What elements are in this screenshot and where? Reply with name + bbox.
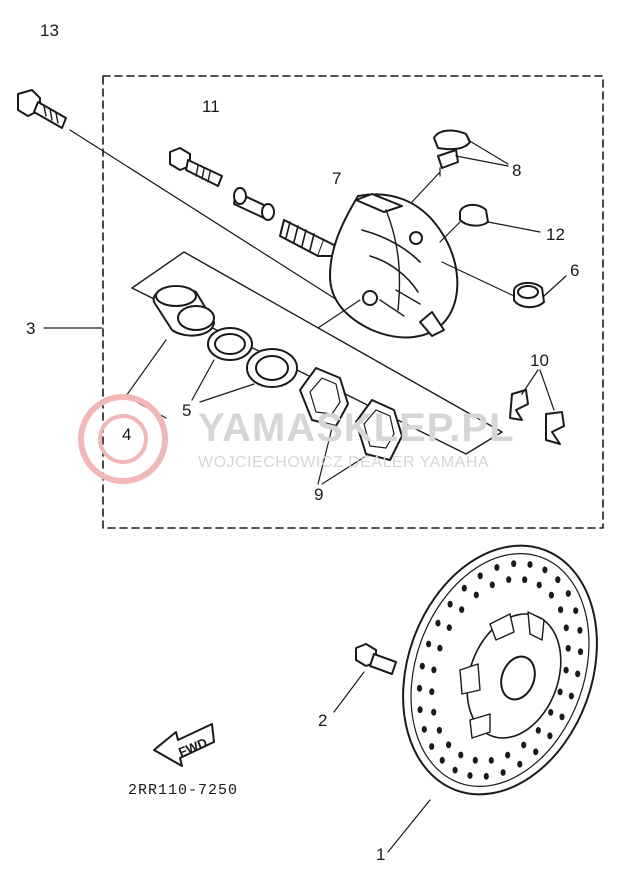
- disc-hole: [500, 769, 506, 776]
- disc-hole: [431, 666, 437, 674]
- callout-11: 11: [202, 97, 220, 116]
- disc-hole: [522, 576, 528, 584]
- disc-hole: [426, 640, 432, 648]
- disc-hole: [577, 648, 584, 656]
- pad-left: [299, 367, 349, 427]
- bush-6: [441, 261, 567, 308]
- callout-12: 12: [546, 225, 565, 244]
- disc-hole: [435, 619, 441, 627]
- brake-disc-1: [387, 544, 598, 853]
- boot-7: [279, 219, 337, 257]
- callout-6: 6: [570, 261, 580, 280]
- disc-hole: [429, 688, 435, 696]
- disc-hole: [458, 751, 464, 759]
- disc-hole: [506, 576, 512, 583]
- disc-hole: [517, 760, 523, 768]
- callout-4: 4: [122, 425, 132, 444]
- disc-hole: [555, 576, 561, 584]
- disc-hole: [557, 688, 563, 696]
- callout-10: 10: [530, 351, 549, 370]
- disc-hole: [494, 564, 500, 571]
- disc-hole: [472, 756, 478, 764]
- disc-hole: [577, 626, 583, 634]
- disc-hole: [565, 644, 571, 652]
- cap-12: [439, 204, 541, 243]
- callout-8: 8: [512, 161, 522, 180]
- seals-5: [191, 327, 298, 403]
- disc-hole: [446, 624, 452, 631]
- disc-hole: [535, 727, 541, 734]
- disc-hole: [547, 732, 553, 740]
- disc-hole: [473, 591, 479, 599]
- disc-hole: [439, 756, 445, 764]
- disc-hole: [488, 757, 494, 764]
- disc-hole: [536, 581, 542, 589]
- callout-3: 3: [26, 319, 36, 338]
- callout-9: 9: [314, 485, 324, 504]
- pad-bracket-outline: [131, 251, 503, 455]
- disc-hole: [417, 706, 423, 714]
- disc-hole: [483, 772, 489, 780]
- bleed-screw-8: [433, 129, 509, 177]
- callout-2: 2: [318, 711, 328, 730]
- disc-hole: [419, 662, 425, 670]
- assembly-boundary: [102, 75, 604, 529]
- disc-holes: [416, 560, 584, 780]
- bolt-11: [169, 147, 223, 187]
- piston-4: [125, 285, 215, 419]
- pin-sleeve: [233, 187, 275, 221]
- disc-hole: [548, 591, 555, 599]
- disc-hole: [521, 741, 527, 749]
- disc-hole: [511, 560, 517, 568]
- disc-hole: [559, 713, 565, 721]
- disc-hole: [477, 572, 483, 580]
- disc-hole: [575, 670, 581, 678]
- disc-hole: [558, 606, 564, 614]
- disc-hole: [489, 581, 495, 589]
- disc-hole: [437, 644, 443, 652]
- pad-clips-10: [509, 369, 565, 445]
- disc-hole: [542, 566, 548, 574]
- disc-hole: [431, 708, 437, 716]
- disc-hole: [565, 590, 571, 597]
- fwd-arrow-icon: FWD: [153, 723, 215, 767]
- disc-hole: [533, 748, 539, 756]
- disc-hole: [467, 772, 473, 779]
- bolt-13: [17, 89, 346, 306]
- disc-hole: [429, 743, 435, 750]
- disc-hole: [461, 584, 467, 592]
- disc-hole: [459, 606, 465, 613]
- disc-hole: [505, 751, 511, 759]
- disc-hole: [573, 607, 579, 614]
- disc-hole: [527, 561, 533, 568]
- callout-5: 5: [182, 401, 192, 420]
- disc-hole: [548, 709, 554, 716]
- disc-hole: [563, 666, 569, 674]
- bolt-2: [333, 643, 397, 713]
- pad-right: [317, 399, 403, 485]
- caliper-body: [329, 171, 459, 339]
- disc-hole: [568, 692, 575, 700]
- callout-1: 1: [376, 845, 386, 864]
- disc-hole: [452, 766, 458, 774]
- disc-hole: [436, 726, 442, 734]
- callout-7: 7: [332, 169, 342, 188]
- disc-hole: [563, 624, 569, 632]
- disc-hole: [421, 726, 427, 733]
- callout-13: 13: [40, 21, 59, 40]
- disc-hole: [447, 600, 453, 608]
- disc-hole: [446, 741, 452, 749]
- part-code: 2RR110-7250: [128, 782, 239, 799]
- disc-hole: [416, 684, 423, 692]
